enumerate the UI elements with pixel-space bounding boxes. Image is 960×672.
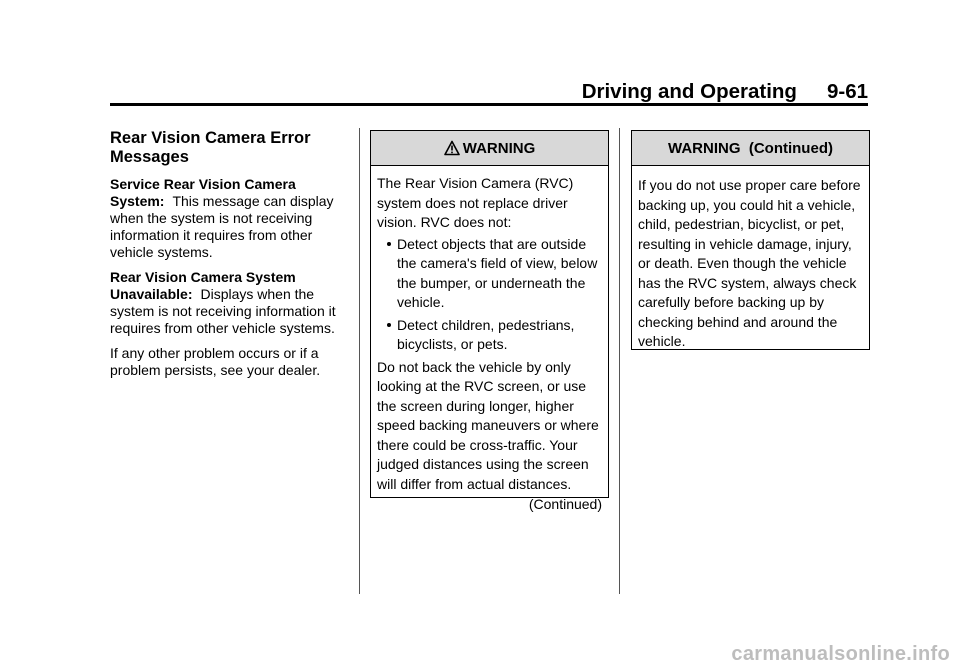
- warning-text: Do not back the vehicle by only looking …: [377, 358, 599, 492]
- section-title: Driving and Operating: [581, 80, 797, 103]
- warning-continued-title: WARNING (Continued): [668, 139, 833, 157]
- list-item: Detect objects that are outside the came…: [377, 235, 602, 313]
- column-divider-1: [359, 128, 360, 594]
- entry-paragraph: Rear Vision Camera System Unavailable:Di…: [110, 269, 350, 337]
- entry-text: This message can display when the system…: [110, 193, 334, 260]
- page-number: 9-61: [826, 80, 868, 103]
- column-1: Rear Vision Camera Error Messages Servic…: [110, 129, 350, 387]
- entry-paragraph: Service Rear Vision Camera System:This m…: [110, 176, 350, 261]
- warning-header: WARNING: [371, 131, 608, 166]
- watermark: carmanualsonline.info: [731, 643, 950, 665]
- warning-intro: The Rear Vision Camera (RVC) system does…: [377, 175, 574, 230]
- list-item: Detect children, pedestrians, bicyclists…: [377, 316, 602, 355]
- entry-term: Rear Vision Camera System Unavailable:: [110, 269, 296, 302]
- warning-continued-text: If you do not use proper care before bac…: [638, 177, 861, 349]
- warning-title: WARNING: [462, 139, 536, 157]
- section-heading: Rear Vision Camera Error Messages: [110, 129, 311, 166]
- header-rule: [110, 103, 868, 106]
- warning-body: The Rear Vision Camera (RVC) system does…: [371, 166, 608, 521]
- continued-label: (Continued): [528, 496, 602, 512]
- closing-paragraph: If any other problem occurs or if a prob…: [110, 345, 321, 378]
- warning-triangle-icon: [443, 140, 460, 156]
- warning-continued-box: WARNING (Continued) If you do not use pr…: [631, 130, 870, 350]
- warning-continued-body: If you do not use proper care before bac…: [632, 166, 869, 358]
- warning-continued-header: WARNING (Continued): [632, 131, 869, 166]
- entry-text: Displays when the system is not receivin…: [110, 286, 336, 336]
- entry-term: Service Rear Vision Camera System:: [110, 176, 296, 209]
- warning-box: WARNING The Rear Vision Camera (RVC) sys…: [370, 130, 609, 512]
- column-divider-2: [619, 128, 620, 594]
- warning-list: Detect objects that are outside the came…: [377, 235, 602, 355]
- page-header: Driving and Operating 9-61: [582, 80, 868, 104]
